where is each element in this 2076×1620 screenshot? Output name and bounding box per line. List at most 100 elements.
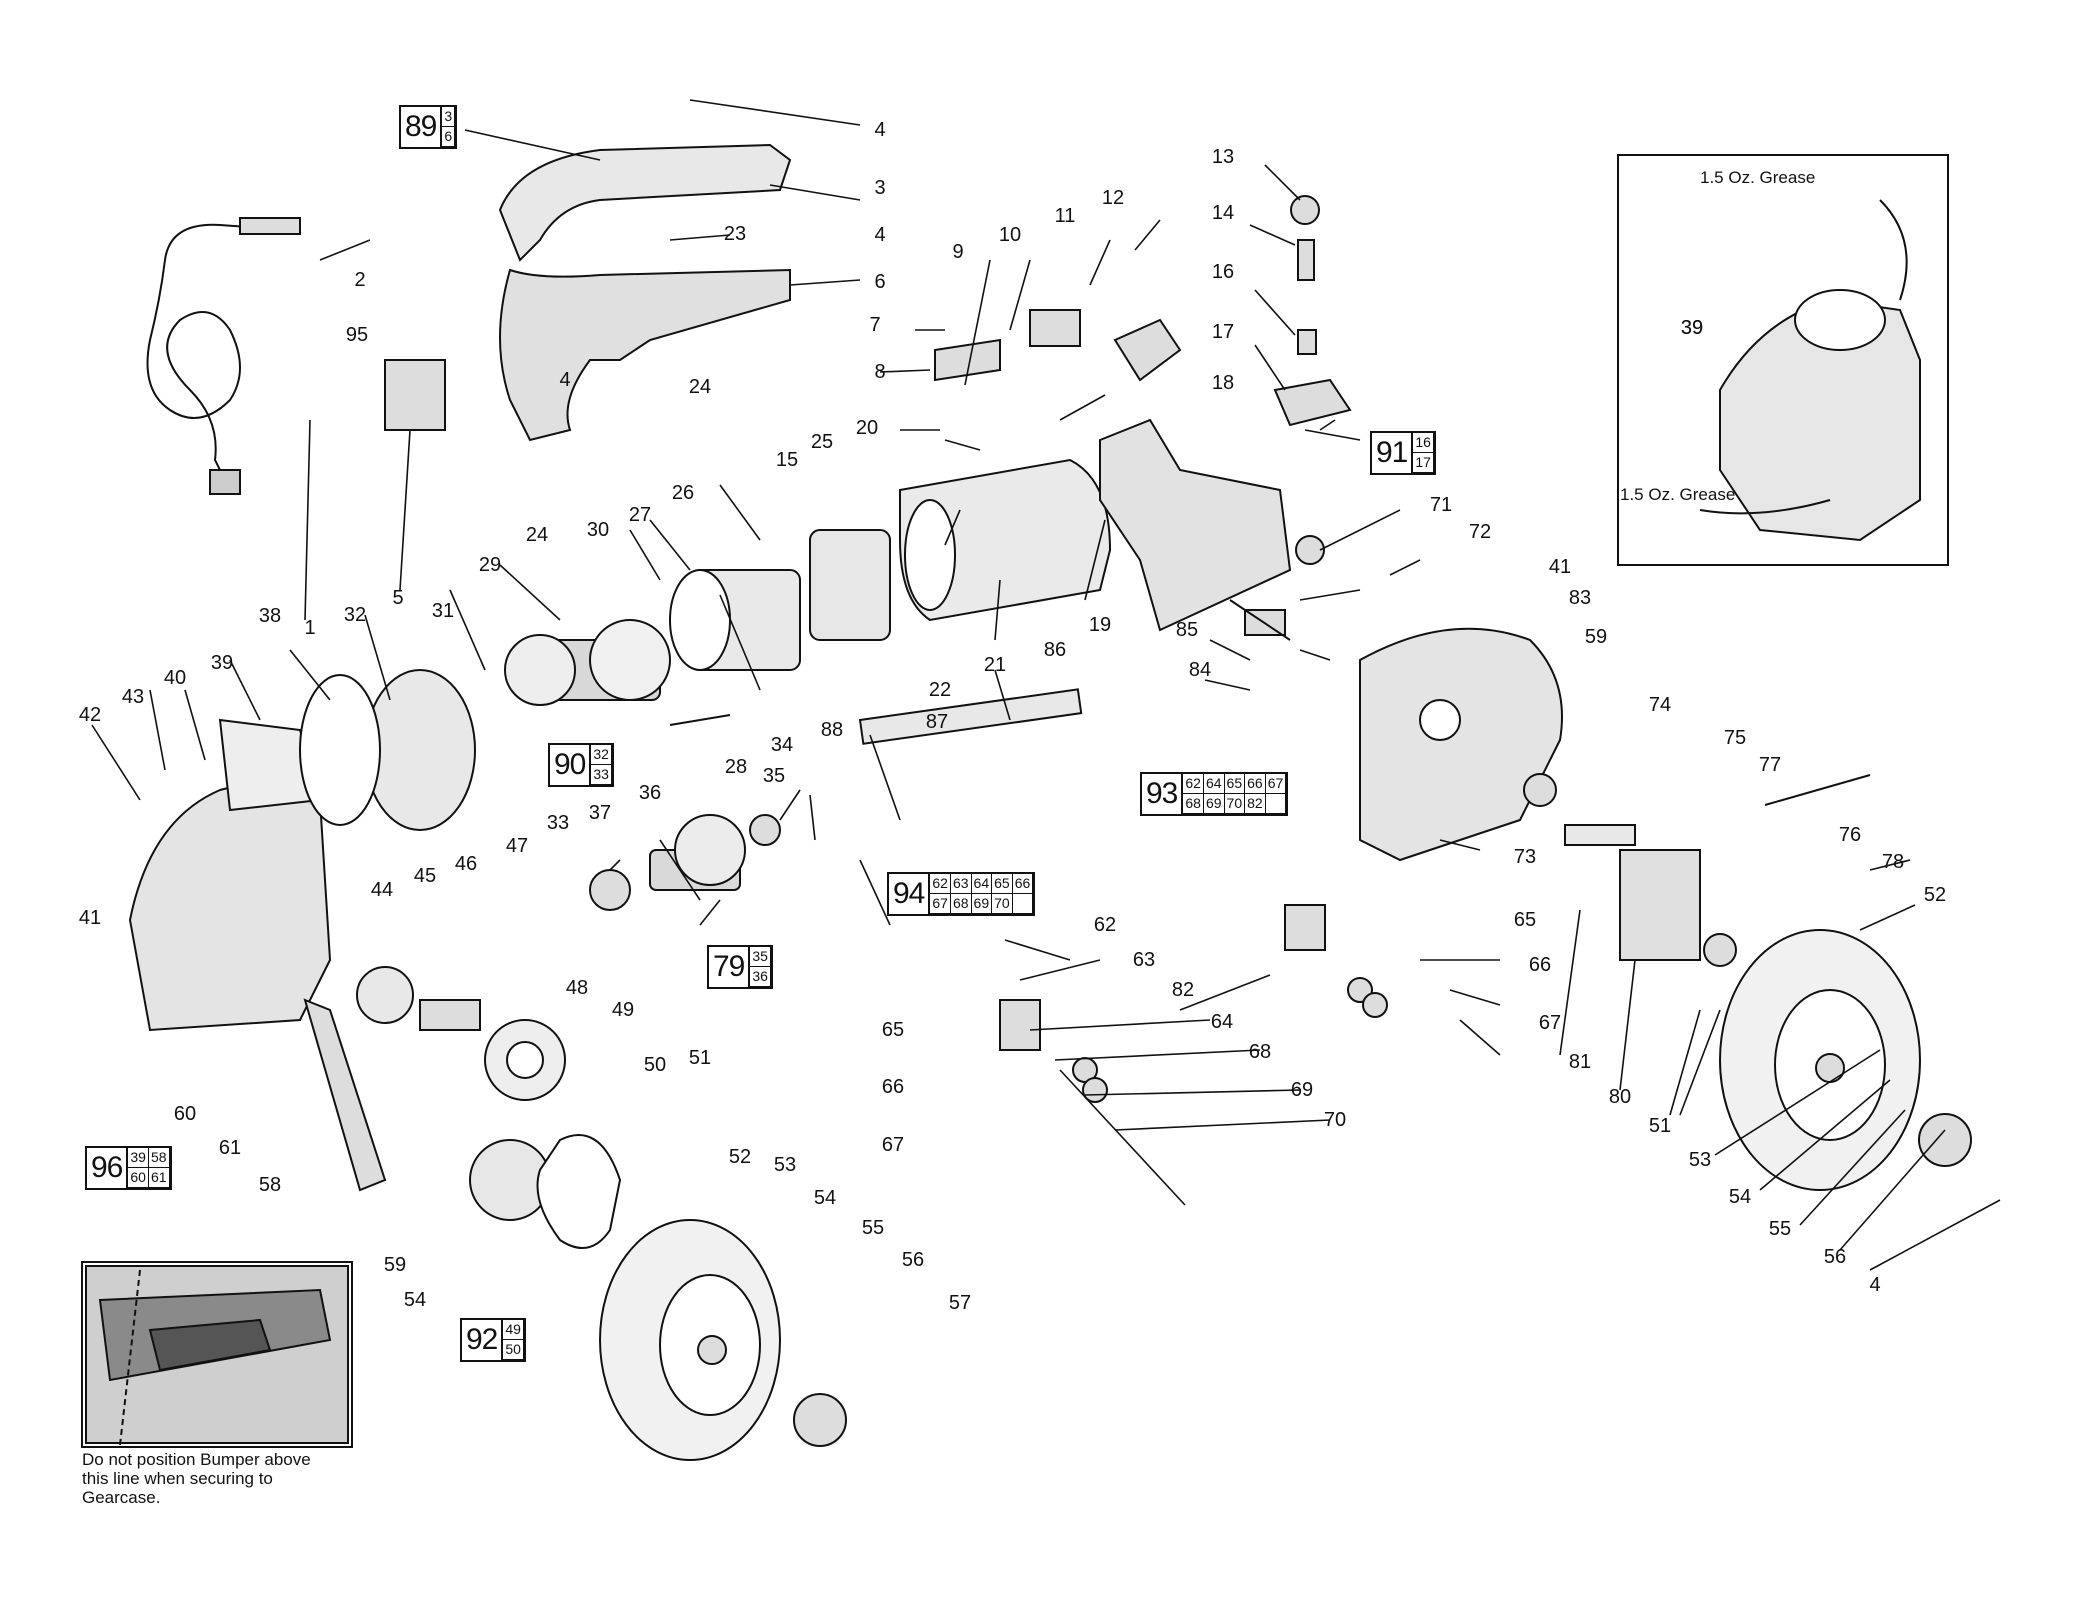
part-number-label: 39 xyxy=(1680,317,1704,339)
part-number-label: 51 xyxy=(1648,1115,1672,1137)
part-number-label: 17 xyxy=(1211,321,1235,343)
part-number-label: 35 xyxy=(762,765,786,787)
part-number-label: 10 xyxy=(998,224,1022,246)
kit-part-number: 50 xyxy=(503,1340,524,1360)
part-number-label: 58 xyxy=(258,1174,282,1196)
part-number-label: 87 xyxy=(925,711,949,733)
part-number-label: 61 xyxy=(218,1137,242,1159)
part-number-label: 21 xyxy=(983,654,1007,676)
switch-part xyxy=(384,359,446,431)
part-number-label: 52 xyxy=(1923,884,1947,906)
kit-part-number: 36 xyxy=(750,967,771,987)
kit-part-number: 65 xyxy=(992,874,1013,894)
kit-part-number: 68 xyxy=(950,894,972,914)
kit-part-number: 69 xyxy=(1203,794,1225,814)
part-number-label: 19 xyxy=(1088,614,1112,636)
part-number-label: 33 xyxy=(546,812,570,834)
kit-number: 90 xyxy=(550,745,592,785)
part-number-label: 86 xyxy=(1043,639,1067,661)
part-number-label: 6 xyxy=(874,271,886,293)
part-number-label: 40 xyxy=(163,667,187,689)
kit-number: 89 xyxy=(401,107,443,147)
part-number-label: 50 xyxy=(643,1054,667,1076)
part-number-label: 63 xyxy=(1132,949,1156,971)
kit-part-number xyxy=(1012,894,1034,914)
kit-part-number: 33 xyxy=(591,765,612,785)
kit-part-number: 35 xyxy=(750,947,771,967)
kit-part-number: 62 xyxy=(930,874,951,894)
part-number-label: 70 xyxy=(1323,1109,1347,1131)
part-number-label: 77 xyxy=(1758,754,1782,776)
part-number-label: 15 xyxy=(775,449,799,471)
kit-part-number: 68 xyxy=(1183,794,1204,814)
part-number-label: 66 xyxy=(1528,954,1552,976)
part-number-label: 43 xyxy=(121,686,145,708)
part-number-label: 73 xyxy=(1513,846,1537,868)
part-number-label: 68 xyxy=(1248,1041,1272,1063)
part-number-label: 52 xyxy=(728,1146,752,1168)
part-number-label: 14 xyxy=(1211,202,1235,224)
part-number-label: 34 xyxy=(770,734,794,756)
part-number-label: 83 xyxy=(1568,587,1592,609)
frame-73 xyxy=(1359,627,1563,862)
kit-part-number: 3 xyxy=(442,107,456,127)
part-number-label: 24 xyxy=(525,524,549,546)
bumper-inset-drawing xyxy=(85,1265,349,1446)
kit-part-number: 58 xyxy=(148,1148,170,1168)
grease-inset-drawing xyxy=(1699,199,1921,542)
part-number-label: 24 xyxy=(688,376,712,398)
wheel-right xyxy=(1719,929,1921,1191)
part-number-label: 53 xyxy=(1688,1149,1712,1171)
part-number-label: 67 xyxy=(881,1134,905,1156)
part-number-label: 84 xyxy=(1188,659,1212,681)
part-number-label: 42 xyxy=(78,704,102,726)
bumper-note: Do not position Bumper above this line w… xyxy=(82,1450,311,1507)
part-number-label: 3 xyxy=(874,177,886,199)
kit-number: 96 xyxy=(87,1148,129,1188)
part-number-label: 69 xyxy=(1290,1079,1314,1101)
kit-part-number: 63 xyxy=(950,874,972,894)
kit-number: 92 xyxy=(462,1320,504,1360)
part-number-label: 47 xyxy=(505,835,529,857)
shoe xyxy=(858,688,1083,745)
part-number-label: 25 xyxy=(810,431,834,453)
kit-part-number: 64 xyxy=(1203,774,1225,794)
part-number-label: 37 xyxy=(588,802,612,824)
part-number-label: 4 xyxy=(559,369,571,391)
part-number-label: 9 xyxy=(952,241,964,263)
kit-part-number: 17 xyxy=(1413,453,1434,473)
gear-case xyxy=(1099,418,1292,632)
kit-part-number: 69 xyxy=(971,894,993,914)
kit-part-number: 70 xyxy=(992,894,1013,914)
kit-part-number: 32 xyxy=(591,745,612,765)
part-number-label: 7 xyxy=(869,314,881,336)
inset-part-label: 39 xyxy=(1680,317,1704,339)
part-number-label: 57 xyxy=(948,1292,972,1314)
wheel-left xyxy=(599,1219,781,1461)
part-number-label: 38 xyxy=(258,605,282,627)
stator xyxy=(669,569,801,671)
kit-part-number: 67 xyxy=(1265,774,1287,794)
part-number-label: 56 xyxy=(901,1249,925,1271)
part-number-label: 16 xyxy=(1211,261,1235,283)
part-number-label: 82 xyxy=(1171,979,1195,1001)
handle-half-3 xyxy=(498,143,792,262)
kit-part-number: 62 xyxy=(1183,774,1204,794)
part-number-label: 31 xyxy=(431,600,455,622)
part-number-label: 4 xyxy=(1869,1274,1881,1296)
part-number-label: 36 xyxy=(638,782,662,804)
frame-96 xyxy=(128,718,332,1032)
part-number-label: 54 xyxy=(1728,1186,1752,1208)
leader-lines xyxy=(91,99,2001,1271)
kit-part-number: 6 xyxy=(442,127,456,147)
part-number-label: 80 xyxy=(1608,1086,1632,1108)
kit-part-number: 60 xyxy=(128,1168,149,1188)
part-number-label: 29 xyxy=(478,554,502,576)
part-number-label: 23 xyxy=(723,223,747,245)
part-number-label: 85 xyxy=(1175,619,1199,641)
kit-part-number: 49 xyxy=(503,1320,524,1340)
part-number-label: 1 xyxy=(304,617,316,639)
kit-part-number: 16 xyxy=(1413,433,1434,453)
part-number-label: 46 xyxy=(454,853,478,875)
